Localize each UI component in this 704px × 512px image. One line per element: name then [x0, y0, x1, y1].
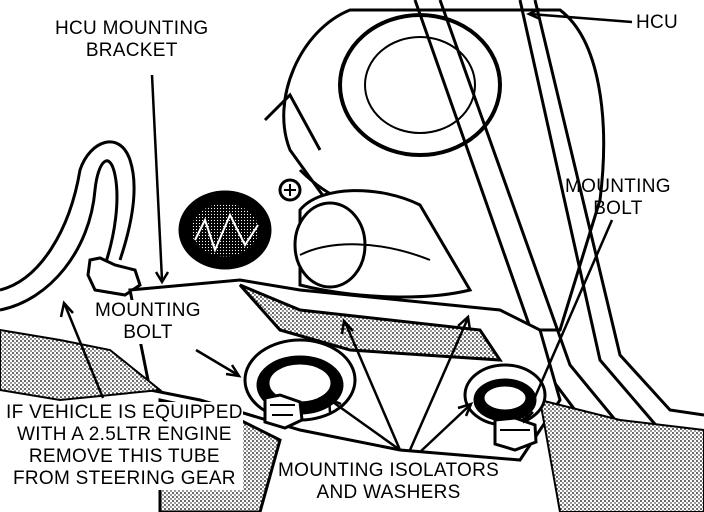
mounting-bolt-right-line-2: BOLT: [593, 198, 643, 219]
hcu-mounting-bracket-line-1: HCU MOUNTING: [55, 18, 209, 39]
isolators-line-1: MOUNTING ISOLATORS: [278, 460, 500, 482]
hcu-label: HCU: [636, 12, 678, 34]
steering-gear-tube: [0, 140, 142, 312]
hcu-mounting-bracket-line-2: BRACKET: [85, 40, 178, 61]
right-isolator-and-bolt: [463, 363, 547, 452]
mounting-bolt-left-label: MOUNTING BOLT: [95, 300, 201, 344]
tube-note-line-3: REMOVE THIS TUBE: [6, 446, 243, 468]
mounting-bolt-left-line-2: BOLT: [95, 322, 201, 344]
mounting-bolt-right-label: MOUNTING BOLT: [565, 176, 671, 220]
tube-note-line-2: WITH A 2.5LTR ENGINE: [6, 424, 243, 446]
electrical-connector: [178, 178, 302, 270]
leader-lines: [59, 7, 633, 453]
tube-note-line-4: FROM STEERING GEAR: [6, 468, 243, 490]
tube-removal-note: IF VEHICLE IS EQUIPPED WITH A 2.5LTR ENG…: [6, 402, 243, 490]
hcu-mounting-bracket-label: HCU MOUNTING BRACKET: [55, 18, 208, 62]
mounting-bolt-right-line-1: MOUNTING: [565, 176, 671, 197]
mounting-bolt-left-line-1: MOUNTING: [95, 300, 201, 322]
hcu-cylinder: [293, 189, 473, 299]
left-isolator-and-bolt: [243, 338, 357, 430]
hcu-label-text: HCU: [636, 12, 679, 33]
isolators-line-2: AND WASHERS: [278, 482, 500, 504]
mounting-isolators-label: MOUNTING ISOLATORS AND WASHERS: [278, 460, 500, 504]
tube-note-line-1: IF VEHICLE IS EQUIPPED: [6, 402, 243, 424]
